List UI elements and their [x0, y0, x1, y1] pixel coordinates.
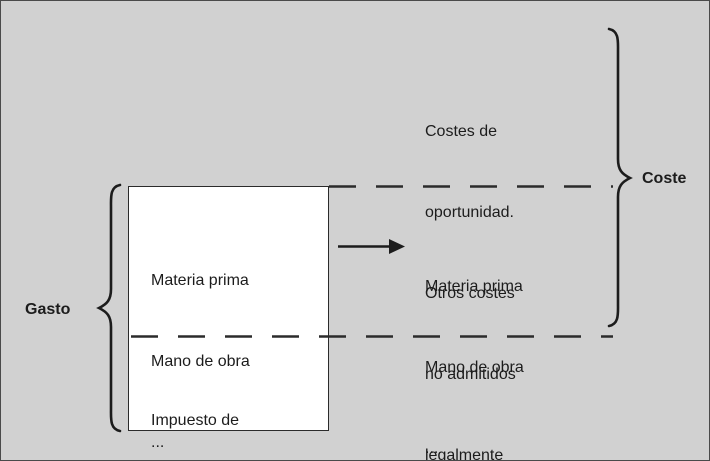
common-left-line-1: Materia prima: [151, 272, 249, 289]
right-curly-brace: [607, 27, 633, 328]
opportunity-costs-line-1: Costes de: [425, 123, 498, 140]
opportunity-costs-line-3: Otros costes: [425, 285, 515, 302]
opportunity-costs-line-5: legalmente: [425, 447, 504, 461]
common-right-line-1: Materia prima: [425, 278, 523, 295]
opportunity-costs-line-4: no admitidos: [425, 366, 516, 383]
coste-label: Coste: [642, 170, 687, 187]
expense-box: [128, 186, 329, 431]
common-left-line-3: ...: [151, 434, 165, 451]
common-right-line-2: Mano de obra: [425, 359, 524, 376]
opportunity-costs-line-2: oportunidad.: [425, 204, 514, 221]
gasto-label: Gasto: [25, 301, 71, 318]
common-right-line-3: ...: [425, 440, 439, 457]
common-left-text: Materia prima Mano de obra ...: [151, 213, 250, 460]
common-right-text: Materia prima Mano de obra ...: [425, 219, 524, 460]
non-cost-expenses-line-1: Impuesto de: [151, 412, 240, 429]
non-cost-expenses-text: Impuesto de sociedades Extraordinarios: [151, 353, 259, 460]
opportunity-costs-text: Costes de oportunidad. Otros costes no a…: [425, 64, 516, 461]
left-curly-brace: [96, 183, 122, 433]
common-left-line-2: Mano de obra: [151, 353, 250, 370]
arrow-right-icon: [338, 239, 405, 254]
